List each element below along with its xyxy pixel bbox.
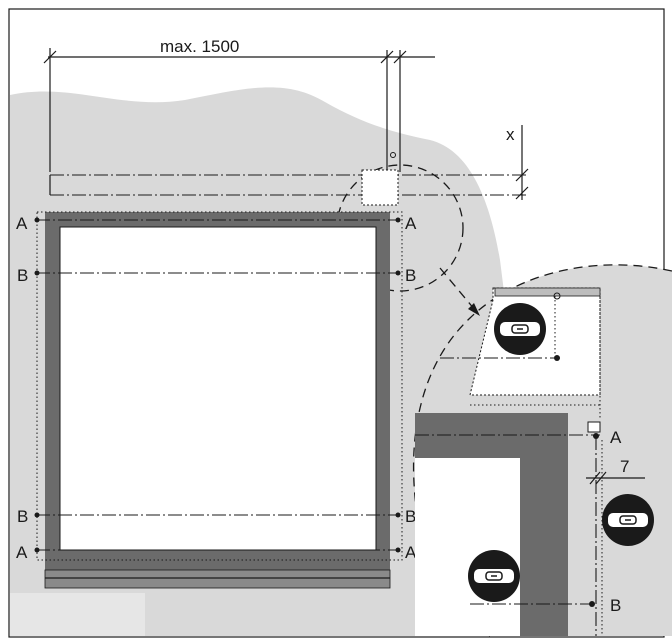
detail-arrow [439,267,476,311]
offset-dimension-label: 7 [620,457,629,476]
offset-dimension: 7 [586,457,645,485]
label-b-detail: B [610,596,621,615]
frame [44,212,391,589]
spirit-level-icon [602,494,654,546]
label-a-bottom-right: A [405,543,417,562]
width-dimension: max. 1500 [43,37,435,172]
x-dimension-label: x [506,125,515,144]
label-b-bottom-right: B [405,507,416,526]
label-a-detail: A [610,428,622,447]
spirit-level-icon [494,303,546,355]
anchor-bracket [361,169,399,206]
label-b-bottom-left: B [17,507,28,526]
detail-arrowhead [468,303,480,316]
reference-points [34,217,401,553]
frame-sill [44,569,391,589]
label-a-bottom-left: A [16,543,28,562]
wall-patch [10,593,145,636]
frame-outline [36,211,403,561]
spirit-level-icon [468,550,520,602]
label-a-top-right: A [405,214,417,233]
width-dimension-label: max. 1500 [160,37,239,56]
label-a-top-left: A [16,214,28,233]
anchor-point [390,152,396,158]
label-b-top-left: B [17,266,28,285]
label-b-top-right: B [405,266,416,285]
